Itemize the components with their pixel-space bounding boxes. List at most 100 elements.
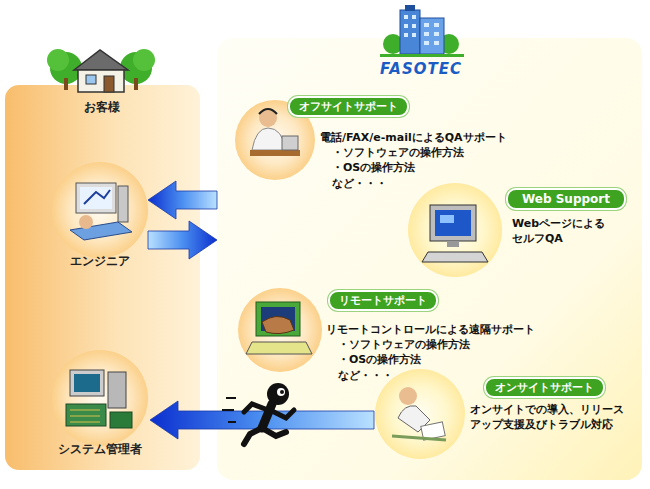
building-icon (424, 41, 429, 45)
text-wrapper: システム管理者 (58, 438, 142, 458)
remote-support: リモートサポートリモートコントロールによる遠隔サポート・ソフトウェアの操作方法・… (238, 284, 546, 386)
running-man-figure (262, 428, 286, 436)
node-text: 電話/FAX/e-mailによるQAサポート (320, 130, 507, 145)
offsite-circle (282, 136, 298, 150)
offsite-circle (259, 109, 277, 127)
node-title: システム管理者 (58, 441, 142, 458)
flow-arrow (148, 221, 217, 259)
web-support: Web SupportWebページによる セルフQA (408, 184, 636, 274)
onsite-circle (375, 369, 465, 459)
house-icon (47, 49, 69, 71)
building-icon (404, 15, 408, 19)
building-icon (404, 24, 408, 28)
node-text: ・OSの操作方法 (332, 160, 415, 175)
service-label: リモートサポート (328, 290, 438, 311)
text-wrapper: エンジニア (70, 250, 130, 270)
node-text: など・・・ (338, 368, 393, 383)
web-circle (440, 215, 454, 223)
offsite-circle (252, 128, 286, 150)
web-circle (435, 210, 471, 236)
sysadmin-node: システム管理者 (50, 352, 150, 461)
engineer-circle (118, 186, 128, 222)
text-wrapper: Web Support (506, 188, 626, 210)
company-panel: FASOTEC オフサイトサポート電話/FAX/e-mailによるQAサポート・ソ… (217, 38, 642, 480)
offsite-circle (259, 109, 277, 114)
sysadmin-circle (74, 374, 100, 392)
sysadmin-circle (66, 404, 106, 426)
web-circle (447, 241, 459, 247)
building-icon (424, 23, 429, 27)
text-wrapper: リモートコントロールによる遠隔サポート (326, 318, 535, 337)
building-icon (405, 5, 415, 11)
web-circle (422, 252, 488, 262)
text-wrapper: 電話/FAX/e-mailによるQAサポート (320, 126, 507, 145)
running-man-figure (222, 398, 236, 422)
flow-arrow (150, 401, 374, 439)
building-icon (404, 15, 439, 45)
running-man-figure (270, 410, 294, 418)
engineer-circle (84, 190, 110, 204)
running-man-figure (222, 383, 294, 444)
company-panel (217, 38, 642, 480)
text-wrapper: Webページによる セルフQA (512, 216, 608, 246)
text-wrapper: オンサイトでの導入、リリース アップ支援及びトラブル対応 (470, 402, 636, 432)
remote-circle (256, 302, 300, 336)
onsite-circle (392, 436, 446, 440)
sysadmin-circle (70, 370, 104, 396)
text-wrapper: お客様 (84, 96, 120, 116)
remote-circle (238, 288, 322, 372)
text-wrapper: FASOTEC (380, 59, 462, 78)
flow-arrow (148, 181, 217, 219)
offsite-circle (250, 150, 300, 156)
node-text: Webページによる セルフQA (512, 216, 608, 246)
web-circle (430, 205, 476, 241)
engineer-circle (52, 162, 148, 258)
service-label: オンサイトサポート (484, 377, 605, 398)
customer-panel: お客様エンジニアシステム管理者 (5, 85, 200, 470)
text-wrapper: リモートサポート (328, 289, 438, 311)
onsite-circle (375, 369, 465, 459)
engineer-circle (70, 222, 132, 240)
building-icon (400, 10, 420, 54)
sysadmin-circle (108, 372, 126, 408)
text-wrapper: など・・・ (332, 172, 387, 191)
building-icon (412, 15, 416, 19)
web-circle (408, 183, 502, 277)
building-icon (412, 33, 416, 37)
sysadmin-circle (70, 410, 100, 422)
building-icon (424, 32, 429, 36)
node-text: オンサイトでの導入、リリース アップ支援及びトラブル対応 (470, 402, 636, 432)
building-icon (380, 5, 464, 57)
node-text: など・・・ (332, 176, 387, 191)
building-icon (434, 32, 439, 36)
onsite-support: オンサイトサポートオンサイトでの導入、リリース アップ支援及びトラブル対応 (374, 372, 639, 462)
node-text: ・ソフトウェアの操作方法 (332, 145, 464, 160)
engineer-circle (80, 187, 112, 209)
house-icon (74, 50, 128, 70)
web-circle (408, 183, 502, 277)
house-icon (64, 78, 68, 90)
house-icon (104, 76, 114, 92)
sysadmin-circle (110, 412, 132, 428)
building-icon (380, 54, 464, 57)
sysadmin-circle (52, 350, 148, 446)
text-wrapper: オフサイトサポート (288, 95, 409, 117)
onsite-circle (399, 387, 417, 405)
building-icon (434, 41, 439, 45)
text-wrapper: など・・・ (338, 364, 393, 383)
house-icon (133, 49, 155, 71)
node-title: お客様 (84, 99, 120, 116)
service-label: Web Support (506, 188, 626, 210)
building-icon (404, 33, 408, 37)
running-man-figure (244, 428, 262, 444)
house-icon (86, 75, 96, 84)
running-man-figure (244, 404, 268, 412)
sysadmin-circle (52, 350, 148, 446)
node-title: エンジニア (70, 253, 130, 270)
node-text: リモートコントロールによる遠隔サポート (326, 322, 535, 337)
engineer-circle (79, 215, 93, 229)
remote-circle (262, 316, 294, 333)
remote-circle (246, 342, 312, 354)
sysadmin-circle (70, 410, 100, 422)
